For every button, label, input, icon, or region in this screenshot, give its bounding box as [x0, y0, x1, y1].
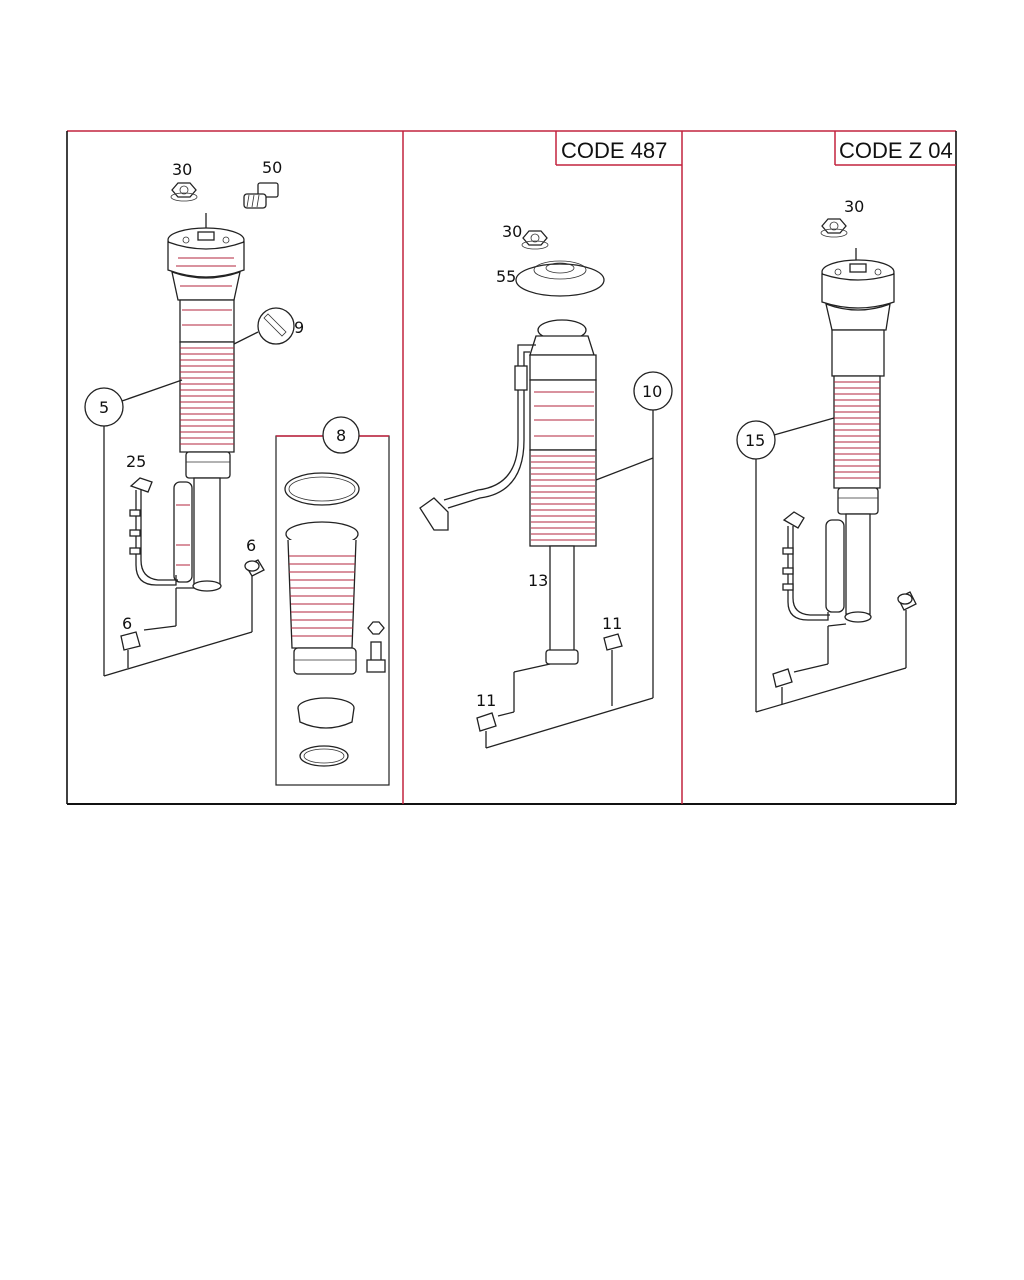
code-label-487: CODE 487 — [561, 138, 667, 163]
callout-6-right: 6 — [246, 536, 256, 555]
callout-10: 10 — [642, 382, 662, 401]
air-strut-icon — [529, 319, 597, 665]
rubber-buffer-icon — [603, 633, 623, 706]
sensor-line-icon — [782, 511, 830, 621]
top-mount-icon — [515, 260, 605, 297]
rubber-buffer-icon — [120, 587, 194, 668]
callout-10-bubble — [485, 371, 673, 749]
callout-8: 8 — [336, 426, 346, 445]
air-strut-icon — [167, 213, 245, 592]
callout-30-left: 30 — [172, 160, 192, 179]
callout-11-left: 11 — [476, 691, 496, 710]
callout-15: 15 — [745, 431, 765, 450]
callout-50: 50 — [262, 158, 282, 177]
panel-middle: 30 55 — [419, 222, 673, 749]
callout-11-right: 11 — [602, 614, 622, 633]
nut-icon — [170, 182, 198, 202]
code-label-z04: CODE Z 04 — [839, 138, 953, 163]
callout-15-bubble — [736, 417, 907, 713]
rubber-buffer-icon — [897, 591, 917, 668]
sensor-line-icon — [129, 477, 178, 586]
rubber-buffer-icon — [476, 663, 551, 748]
callout-5-bubble — [84, 379, 253, 677]
repair-kit-box — [275, 416, 390, 786]
callout-5: 5 — [99, 398, 109, 417]
code-box-487: CODE 487 — [555, 131, 682, 166]
rubber-buffer-icon — [772, 623, 847, 704]
screw-icon — [243, 182, 279, 209]
nut-icon — [521, 230, 549, 250]
panel-left: 30 50 — [84, 158, 390, 786]
air-strut-icon — [821, 248, 895, 623]
callout-30-middle: 30 — [502, 222, 522, 241]
nut-icon — [820, 218, 848, 238]
diagram-frame — [66, 130, 957, 805]
callout-13: 13 — [528, 571, 548, 590]
code-box-z04: CODE Z 04 — [834, 131, 956, 166]
callout-6-left: 6 — [122, 614, 132, 633]
wrench-icon — [233, 307, 295, 345]
callout-30-right: 30 — [844, 197, 864, 216]
callout-25: 25 — [126, 452, 146, 471]
callout-55: 55 — [496, 267, 516, 286]
callout-9: 9 — [294, 318, 304, 337]
air-hose-icon — [419, 344, 536, 531]
rubber-buffer-icon — [244, 559, 265, 632]
panel-right: 30 — [736, 197, 917, 713]
